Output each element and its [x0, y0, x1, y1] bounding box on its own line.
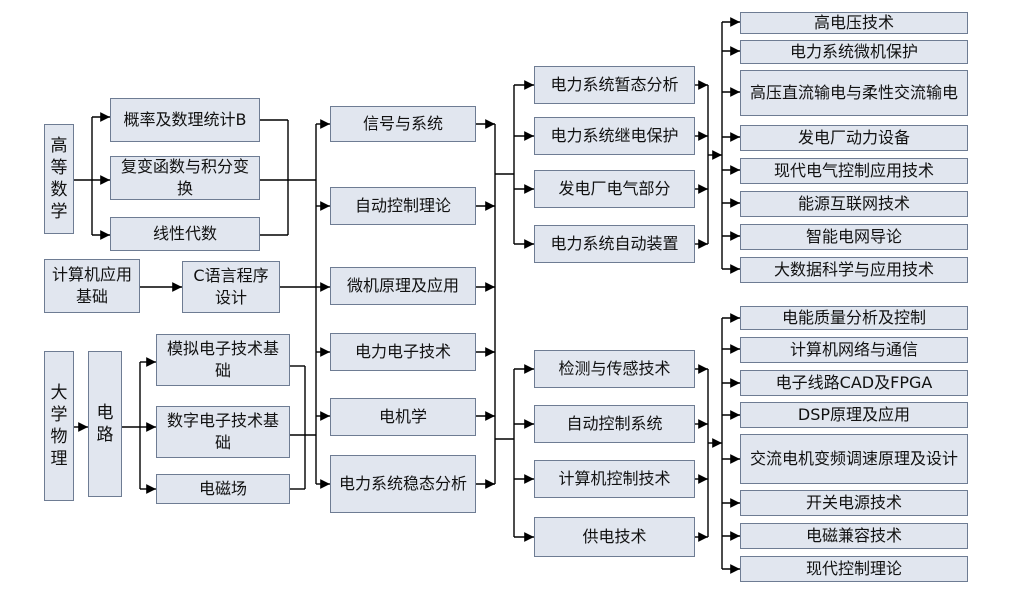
elective-top-6: 能源互联网技术	[740, 191, 968, 217]
course-digital-electronics: 数字电子技术基础	[156, 406, 290, 458]
course-linear-algebra: 线性代数	[110, 217, 260, 251]
course-complex-functions: 复变函数与积分变换	[110, 156, 260, 200]
course-electric-machinery: 电机学	[330, 398, 476, 436]
elective-top-8: 大数据科学与应用技术	[740, 257, 968, 283]
vertical-label: 大学物理	[50, 383, 68, 469]
elective-bottom-2: 计算机网络与通信	[740, 337, 968, 363]
elective-top-5: 现代电气控制应用技术	[740, 158, 968, 184]
course-automatic-devices: 电力系统自动装置	[534, 225, 695, 263]
elective-bottom-3: 电子线路CAD及FPGA	[740, 370, 968, 396]
course-power-electronics: 电力电子技术	[330, 333, 476, 371]
course-power-plant-electrical: 发电厂电气部分	[534, 170, 695, 208]
elective-bottom-7: 电磁兼容技术	[740, 523, 968, 549]
course-computer-basics: 计算机应用基础	[44, 259, 140, 313]
vertical-label: 高等数学	[50, 136, 68, 222]
elective-top-1: 高电压技术	[740, 12, 968, 34]
course-electromagnetic-field: 电磁场	[156, 474, 290, 504]
elective-bottom-5: 交流电机变频调速原理及设计	[740, 434, 968, 484]
elective-bottom-6: 开关电源技术	[740, 490, 968, 516]
course-steady-state-analysis: 电力系统稳态分析	[330, 455, 476, 513]
elective-bottom-4: DSP原理及应用	[740, 402, 968, 428]
elective-top-3: 高压直流输电与柔性交流输电	[740, 70, 968, 116]
course-relay-protection: 电力系统继电保护	[534, 117, 695, 155]
course-automatic-control-systems: 自动控制系统	[534, 405, 695, 443]
course-university-physics: 大学物理	[44, 351, 74, 501]
course-signals-systems: 信号与系统	[330, 106, 476, 142]
vertical-label: 电路	[96, 403, 114, 445]
course-analog-electronics: 模拟电子技术基础	[156, 334, 290, 386]
course-microcomputer-principles: 微机原理及应用	[330, 267, 476, 305]
elective-bottom-1: 电能质量分析及控制	[740, 306, 968, 330]
elective-bottom-8: 现代控制理论	[740, 556, 968, 582]
course-probability-statistics: 概率及数理统计B	[110, 98, 260, 142]
course-circuits: 电路	[88, 351, 122, 497]
course-c-programming: C语言程序设计	[182, 261, 280, 313]
elective-top-7: 智能电网导论	[740, 224, 968, 250]
elective-top-2: 电力系统微机保护	[740, 40, 968, 64]
course-transient-analysis: 电力系统暂态分析	[534, 66, 695, 104]
course-sensing-detection: 检测与传感技术	[534, 350, 695, 388]
elective-top-4: 发电厂动力设备	[740, 125, 968, 151]
course-computer-control: 计算机控制技术	[534, 460, 695, 498]
course-advanced-math: 高等数学	[44, 124, 74, 234]
course-power-supply: 供电技术	[534, 517, 695, 557]
course-automatic-control-theory: 自动控制理论	[330, 187, 476, 225]
